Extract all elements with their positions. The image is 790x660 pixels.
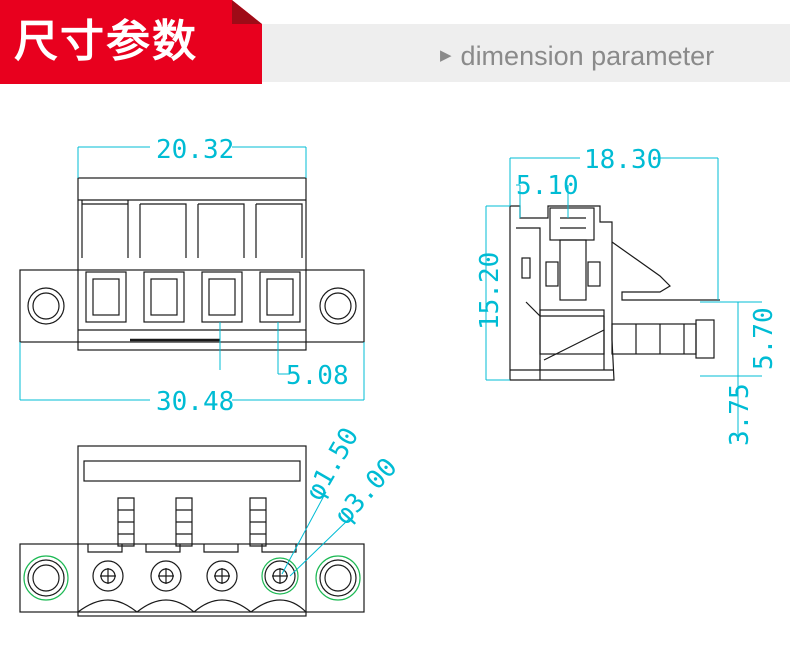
dim-side-depth: 18.30 [584, 145, 662, 175]
hole-highlights [23, 555, 361, 601]
header-bar: 尺寸参数 ▶ dimension parameter [0, 0, 790, 84]
dim-flange-width: 30.48 [156, 387, 234, 417]
title-tab [0, 0, 262, 84]
dim-side-offset: 5.10 [516, 171, 579, 201]
dim-side-height: 15.20 [475, 252, 505, 330]
dim-front-width: 20.32 [156, 135, 234, 165]
side-view [509, 205, 720, 381]
header-background [244, 24, 790, 82]
dim-pin-gap: 3.75 [725, 383, 755, 446]
triangle-right-icon: ▶ [440, 47, 452, 64]
dim-pitch: 5.08 [286, 361, 349, 391]
page-title: 尺寸参数 [14, 16, 198, 67]
bottom-view [19, 445, 365, 617]
page-subtitle: ▶ dimension parameter [440, 38, 714, 74]
front-view [19, 177, 365, 351]
subtitle-label: dimension parameter [460, 41, 715, 71]
dim-pin-height: 5.70 [749, 307, 779, 370]
